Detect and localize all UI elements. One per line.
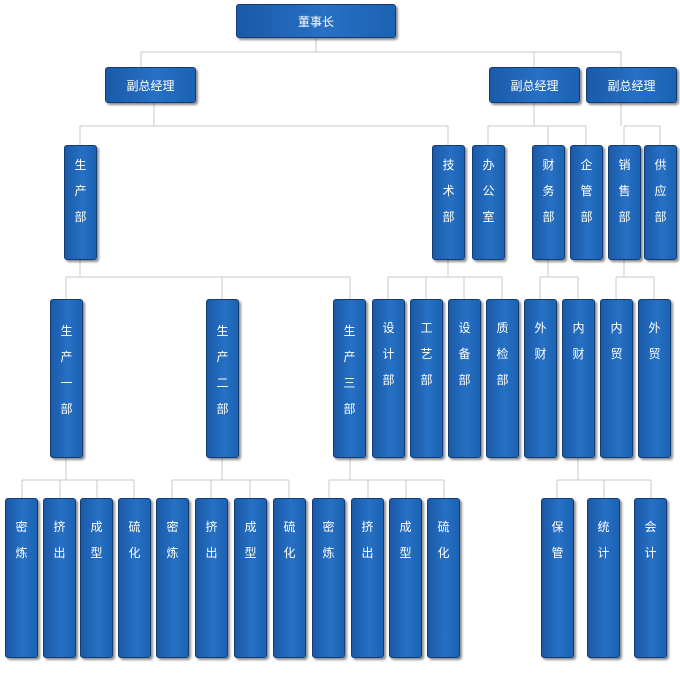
- node-label: 会计: [644, 520, 657, 560]
- node-storage: 保管: [541, 498, 574, 658]
- node-label: 外贸: [648, 321, 661, 361]
- node-label: 技术部: [442, 158, 455, 224]
- node-plant-1: 生产一部: [50, 299, 83, 458]
- node-label: 成型: [399, 520, 412, 560]
- node-label: 企管部: [580, 158, 593, 224]
- node-label: 工艺部: [420, 321, 433, 387]
- node-p3-mixing: 密炼: [312, 498, 345, 658]
- node-label: 挤出: [205, 520, 218, 560]
- node-plant-2: 生产二部: [206, 299, 239, 458]
- node-supply-dept: 供应部: [644, 145, 677, 260]
- node-p3-extrusion: 挤出: [351, 498, 384, 658]
- node-p2-vulcanizing: 硫化: [273, 498, 306, 658]
- node-label: 销售部: [618, 158, 631, 224]
- node-equipment-dept: 设备部: [448, 299, 481, 458]
- node-tech-dept: 技术部: [432, 145, 465, 260]
- node-production-dept: 生产部: [64, 145, 97, 260]
- node-label: 财务部: [542, 158, 555, 224]
- node-domestic-trade: 内贸: [600, 299, 633, 458]
- node-label: 硫化: [283, 520, 296, 560]
- node-label: 生产一部: [60, 324, 73, 416]
- node-label: 内财: [572, 321, 585, 361]
- node-label: 副总经理: [126, 78, 175, 93]
- node-p3-forming: 成型: [389, 498, 422, 658]
- node-craft-dept: 工艺部: [410, 299, 443, 458]
- node-label: 成型: [90, 520, 103, 560]
- node-sales-dept: 销售部: [608, 145, 641, 260]
- node-label: 生产二部: [216, 324, 229, 416]
- node-label: 密炼: [322, 520, 335, 560]
- node-qc-dept: 质检部: [486, 299, 519, 458]
- node-statistics: 统计: [587, 498, 620, 658]
- node-vice-gm-2: 副总经理: [489, 67, 580, 103]
- node-foreign-trade: 外贸: [638, 299, 671, 458]
- node-p2-forming: 成型: [234, 498, 267, 658]
- node-vice-gm-1: 副总经理: [105, 67, 196, 103]
- node-p1-forming: 成型: [80, 498, 113, 658]
- node-label: 密炼: [15, 520, 28, 560]
- node-external-finance: 外财: [524, 299, 557, 458]
- node-p2-mixing: 密炼: [156, 498, 189, 658]
- node-design-dept: 设计部: [372, 299, 405, 458]
- node-management-dept: 企管部: [570, 145, 603, 260]
- node-label: 成型: [244, 520, 257, 560]
- node-vice-gm-3: 副总经理: [586, 67, 677, 103]
- node-accounting: 会计: [634, 498, 667, 658]
- node-p1-vulcanizing: 硫化: [118, 498, 151, 658]
- node-label: 供应部: [654, 158, 667, 224]
- node-label: 挤出: [361, 520, 374, 560]
- node-label: 外财: [534, 321, 547, 361]
- node-label: 副总经理: [607, 78, 656, 93]
- node-label: 副总经理: [510, 78, 559, 93]
- node-p3-vulcanizing: 硫化: [427, 498, 460, 658]
- node-label: 董事长: [297, 14, 334, 29]
- node-label: 生产三部: [343, 324, 356, 416]
- node-label: 挤出: [53, 520, 66, 560]
- node-label: 设备部: [458, 321, 471, 387]
- node-label: 设计部: [382, 321, 395, 387]
- node-label: 硫化: [437, 520, 450, 560]
- node-label: 统计: [597, 520, 610, 560]
- node-office: 办公室: [472, 145, 505, 260]
- node-label: 硫化: [128, 520, 141, 560]
- node-finance-dept: 财务部: [532, 145, 565, 260]
- node-p1-extrusion: 挤出: [43, 498, 76, 658]
- node-internal-finance: 内财: [562, 299, 595, 458]
- node-plant-3: 生产三部: [333, 299, 366, 458]
- node-chairman: 董事长: [236, 4, 396, 38]
- node-label: 办公室: [482, 158, 495, 224]
- node-p1-mixing: 密炼: [5, 498, 38, 658]
- node-label: 生产部: [74, 158, 87, 224]
- node-label: 保管: [551, 520, 564, 560]
- node-label: 质检部: [496, 321, 509, 387]
- node-label: 内贸: [610, 321, 623, 361]
- node-label: 密炼: [166, 520, 179, 560]
- node-p2-extrusion: 挤出: [195, 498, 228, 658]
